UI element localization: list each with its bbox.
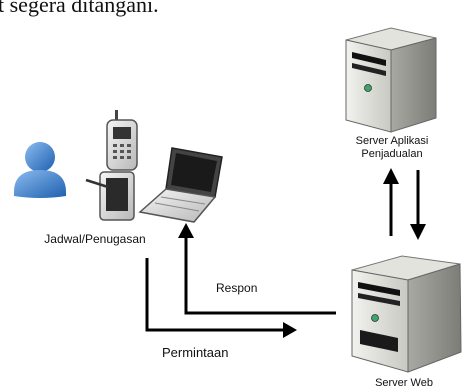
web-server-icon	[351, 255, 462, 373]
client-label: Jadwal/Penugasan	[44, 232, 145, 246]
app-server-label-line1: Server Aplikasi	[356, 135, 429, 147]
application-server-icon	[345, 27, 437, 133]
intro-text: t segera ditangani.	[0, 0, 159, 17]
web-server-label: Server Web	[375, 377, 433, 389]
mobile-phone-icon	[106, 110, 138, 171]
request-label: Permintaan	[162, 345, 228, 360]
user-icon	[14, 142, 66, 198]
app-server-label-line2: Penjadualan	[361, 148, 422, 160]
tablet-icon	[85, 171, 135, 221]
request-arrow	[145, 258, 297, 338]
laptop-icon	[138, 147, 223, 223]
response-arrow	[178, 223, 336, 315]
response-label: Respon	[216, 281, 257, 295]
up-arrow	[383, 168, 399, 236]
down-arrow	[410, 170, 426, 240]
